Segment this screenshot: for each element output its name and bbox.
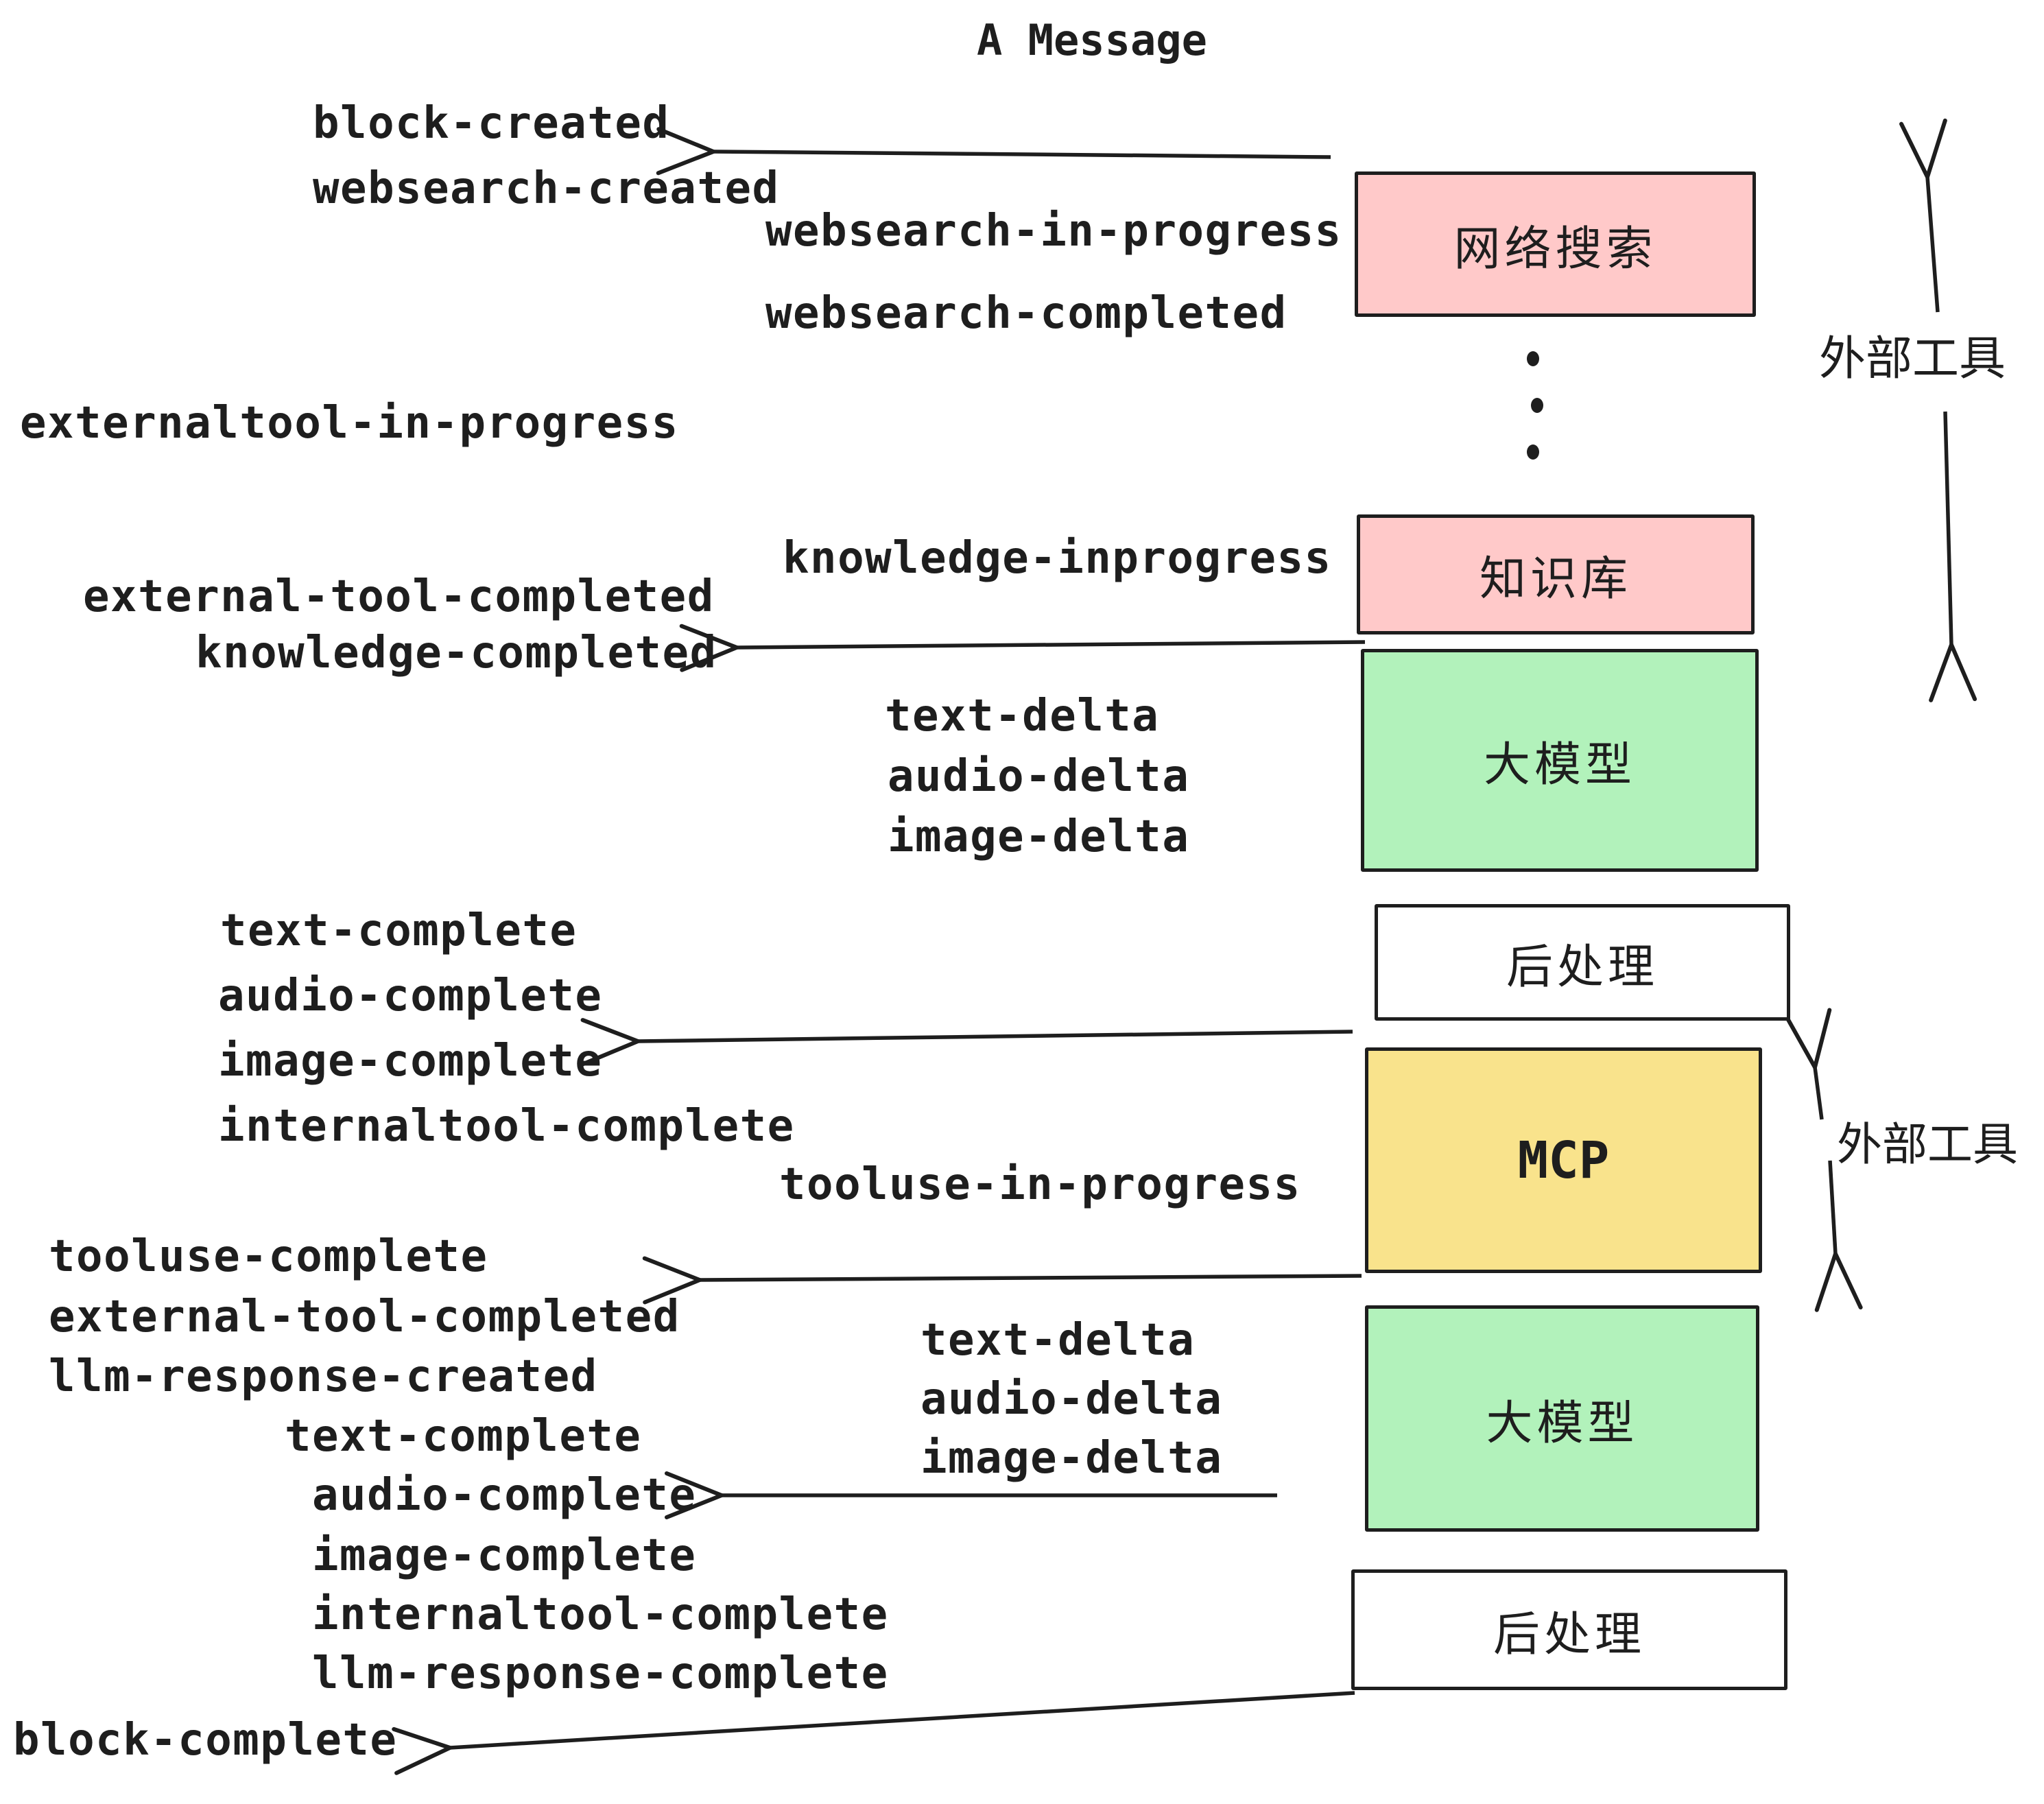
event-label-websearch-created: websearch-created [313,163,780,214]
box-mcp: MCP [1365,1047,1762,1273]
event-label-internaltool-complete-1: internaltool-complete [218,1101,795,1152]
event-label-image-delta-2: image-delta [920,1433,1223,1484]
event-label-tooluse-complete: tooluse-complete [49,1231,488,1282]
arrow-external-tools-down [1945,411,1951,645]
event-label-image-delta-1: image-delta [888,811,1190,862]
event-label-knowledge-inprogress: knowledge-inprogress [783,533,1332,584]
arrow-block-created [713,152,1331,157]
box-websearch-label: 网络搜索 [1453,222,1657,276]
arrow-block-complete [450,1691,1355,1748]
box-llm-1-label: 大模型 [1483,738,1636,792]
ellipsis-dot-1 [1527,351,1539,366]
event-label-llm-response-created: llm-response-created [49,1351,598,1402]
box-knowledge: 知识库 [1357,514,1755,634]
event-label-audio-delta-2: audio-delta [920,1374,1223,1425]
event-label-knowledge-completed: knowledge-completed [195,628,717,678]
box-websearch: 网络搜索 [1355,171,1756,317]
box-postprocess-1: 后处理 [1375,904,1790,1021]
event-label-llm-response-complete: llm-response-complete [312,1648,889,1699]
event-label-text-delta-2: text-delta [920,1315,1196,1366]
event-label-audio-complete-2: audio-complete [312,1470,697,1521]
ellipsis-dot-2 [1531,398,1543,413]
event-label-text-complete-2: text-complete [285,1411,642,1462]
event-label-block-complete: block-complete [13,1715,398,1766]
annotation-external-tools-mcp: 外部工具 [1837,1118,2018,1171]
event-label-external-tool-completed-2: external-tool-completed [49,1292,680,1342]
box-postprocess-2: 后处理 [1351,1569,1787,1690]
event-label-image-complete-1: image-complete [218,1036,603,1087]
event-label-websearch-in-progress: websearch-in-progress [765,206,1342,257]
event-label-websearch-completed: websearch-completed [765,288,1287,339]
event-label-tooluse-in-progress: tooluse-in-progress [779,1159,1301,1210]
box-llm-2-label: 大模型 [1486,1396,1639,1451]
event-label-image-complete-2: image-complete [312,1530,697,1581]
event-label-internaltool-complete-2: internaltool-complete [312,1589,889,1640]
ellipsis-dot-3 [1527,444,1539,460]
event-label-externaltool-in-progress: externaltool-in-progress [20,398,679,449]
box-llm-1: 大模型 [1361,649,1759,872]
box-postprocess-1-label: 后处理 [1506,940,1659,995]
event-label-audio-complete-1: audio-complete [218,971,603,1021]
box-knowledge-label: 知识库 [1479,552,1632,606]
box-llm-2: 大模型 [1365,1305,1759,1532]
diagram-title: A Message [977,15,1207,65]
box-postprocess-2-label: 后处理 [1493,1607,1645,1662]
arrow-external-tools-up [1927,177,1938,313]
box-mcp-label: MCP [1517,1130,1610,1190]
event-label-block-created: block-created [313,98,670,149]
arrow-mcp-tools-down [1830,1160,1835,1254]
event-label-text-delta-1: text-delta [885,691,1160,741]
event-label-text-complete-1: text-complete [220,905,578,956]
event-label-audio-delta-1: audio-delta [888,751,1190,802]
arrow-mcp-tools-up [1815,1067,1822,1120]
arrow-image-complete [638,1032,1353,1041]
arrow-tooluse-complete [700,1276,1362,1280]
annotation-external-tools-top: 外部工具 [1819,332,2006,386]
arrow-knowledge-completed [737,642,1366,648]
event-label-external-tool-completed: external-tool-completed [83,571,715,622]
